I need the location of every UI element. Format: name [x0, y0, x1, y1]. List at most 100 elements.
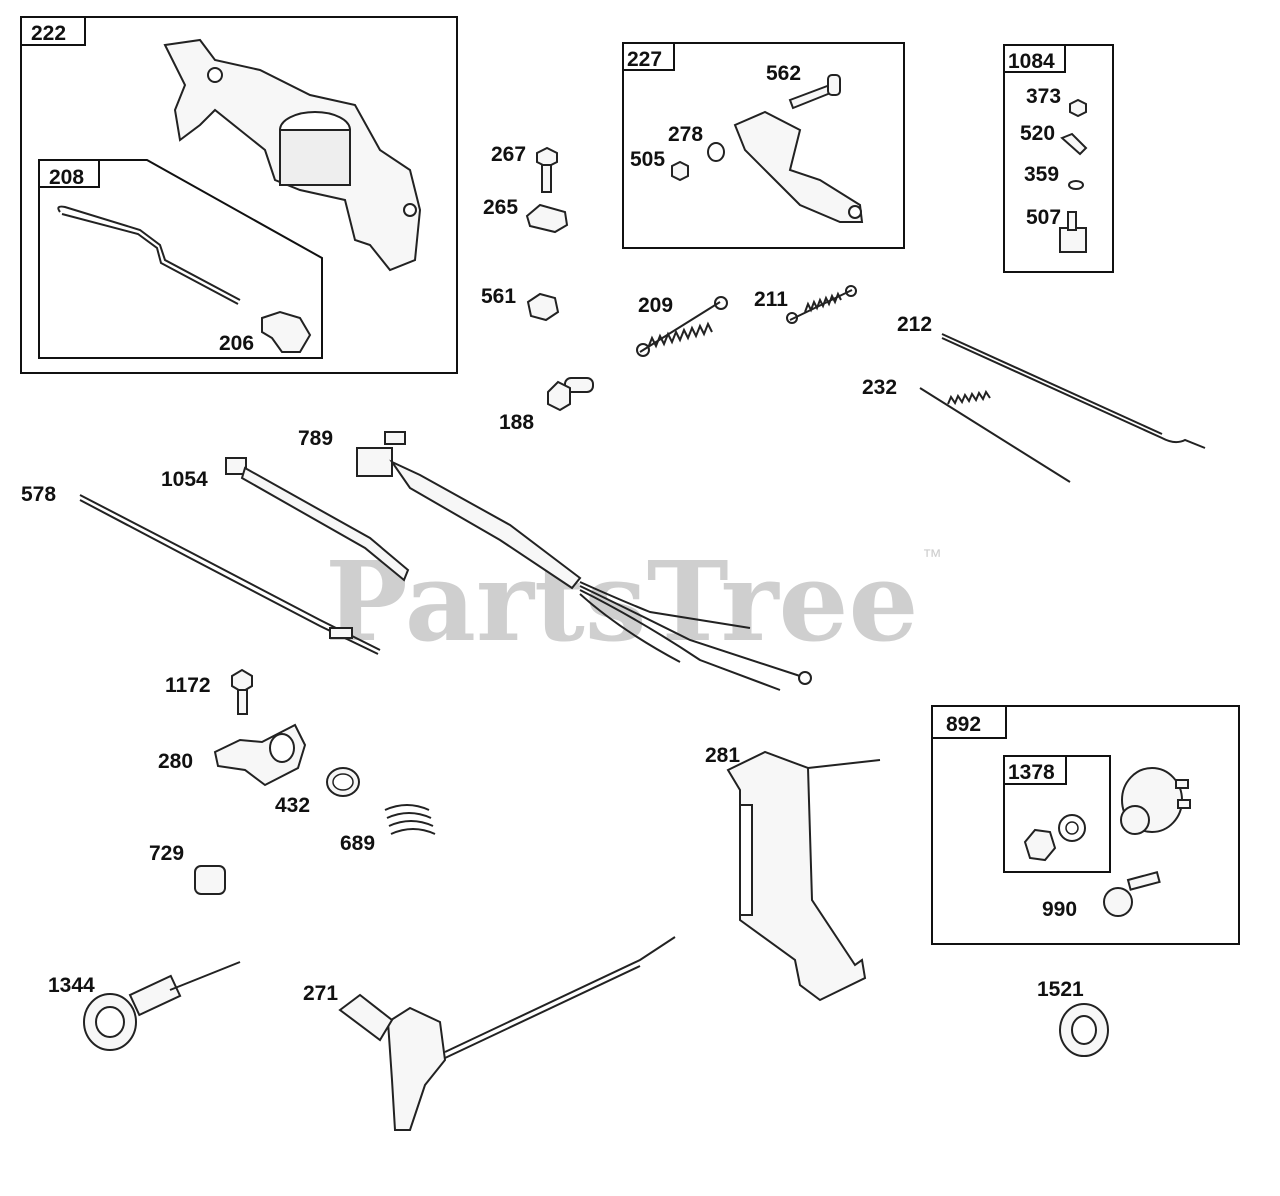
group-1084[interactable]: 1084: [1003, 44, 1114, 273]
callout-label-212: 212: [897, 313, 932, 336]
governor-link-outline: [61, 213, 239, 305]
governor-link-part: [57, 205, 241, 301]
part-278-shape: [707, 142, 725, 162]
part-1378-nut: [1023, 828, 1057, 862]
callout-label-232: 232: [862, 376, 897, 399]
part-1054-head: [225, 457, 247, 475]
callout-689[interactable]: 689: [340, 804, 436, 855]
group-label-1378: 1378: [1008, 761, 1055, 784]
callout-label-507: 507: [1026, 206, 1061, 229]
callout-990[interactable]: 990: [1042, 871, 1161, 921]
callout-label-271: 271: [303, 982, 338, 1005]
watermark: PartsTree: [325, 537, 919, 666]
callout-label-265: 265: [483, 196, 518, 219]
group-227[interactable]: 227: [622, 42, 905, 249]
group-222[interactable]: 222: [20, 16, 458, 374]
callout-label-267: 267: [491, 143, 526, 166]
callout-label-432: 432: [275, 794, 310, 817]
callout-561[interactable]: 561: [481, 285, 560, 322]
part-561-shape: [526, 292, 560, 322]
part-789-shape: [389, 459, 582, 590]
callout-label-689: 689: [340, 832, 375, 855]
callout-278[interactable]: 278: [668, 123, 725, 162]
part-265-shape: [525, 203, 569, 234]
part-359-shape: [1068, 180, 1084, 190]
callout-789[interactable]: 789: [298, 427, 812, 691]
callout-label-280: 280: [158, 750, 193, 773]
group-label-227: 227: [627, 48, 662, 71]
callout-label-209: 209: [638, 294, 673, 317]
callout-1054[interactable]: 1054: [161, 457, 410, 582]
part-211-shape: [789, 289, 853, 321]
callout-label-1521: 1521: [1037, 978, 1084, 1001]
ignition-switch-part: [1120, 767, 1191, 835]
callout-label-520: 520: [1020, 122, 1055, 145]
part-267-shape: [536, 146, 558, 169]
governor-bracket-part: [163, 38, 422, 272]
part-271-cable: [444, 936, 676, 1053]
callout-1344[interactable]: 1344: [48, 961, 241, 1051]
callout-211[interactable]: 211: [754, 285, 857, 324]
group-208[interactable]: 208: [38, 159, 323, 359]
callout-232[interactable]: 232: [862, 376, 1071, 483]
callout-206[interactable]: 206: [219, 310, 312, 355]
control-bracket-part: [733, 110, 864, 223]
part-507-shape: [1059, 227, 1087, 253]
callout-280[interactable]: 280: [158, 723, 307, 787]
part-505-shape: [671, 160, 689, 182]
callout-271[interactable]: 271: [303, 936, 676, 1131]
part-212-shape: [941, 337, 1206, 449]
callout-281[interactable]: 281: [705, 744, 881, 1002]
part-562-shape: [788, 83, 835, 110]
callout-label-505: 505: [630, 148, 665, 171]
part-789-connector: [356, 447, 393, 477]
part-271-bracket: [386, 1006, 447, 1131]
part-1172-shape: [231, 668, 253, 694]
callout-label-373: 373: [1026, 85, 1061, 108]
callout-432[interactable]: 432: [275, 767, 360, 817]
group-label-222: 222: [31, 22, 66, 45]
callout-359[interactable]: 359: [1024, 163, 1084, 190]
callout-729[interactable]: 729: [149, 842, 226, 895]
part-209-shape: [639, 301, 721, 353]
part-729-shape: [194, 865, 226, 895]
callout-520[interactable]: 520: [1020, 122, 1088, 156]
part-520-shape: [1060, 132, 1088, 156]
callout-label-729: 729: [149, 842, 184, 865]
part-206-shape: [261, 310, 312, 353]
callout-label-188: 188: [499, 411, 534, 434]
part-373-shape: [1069, 98, 1087, 118]
callout-label-789: 789: [298, 427, 333, 450]
callout-label-281: 281: [705, 744, 740, 767]
part-990-shape: [1103, 887, 1133, 917]
callout-267[interactable]: 267: [491, 143, 558, 193]
callout-265[interactable]: 265: [483, 196, 569, 234]
part-1054-shape: [240, 466, 410, 582]
trademark-symbol: ™: [922, 546, 942, 568]
callout-label-278: 278: [668, 123, 703, 146]
callout-label-1054: 1054: [161, 468, 208, 491]
callout-188[interactable]: 188: [499, 377, 594, 434]
part-689-shape: [384, 804, 436, 835]
callout-373[interactable]: 373: [1026, 85, 1087, 118]
callout-212[interactable]: 212: [897, 313, 1206, 449]
callout-507[interactable]: 507: [1026, 206, 1087, 253]
callout-label-561: 561: [481, 285, 516, 308]
callout-562[interactable]: 562: [766, 62, 841, 110]
group-1378[interactable]: 1378: [1003, 755, 1111, 873]
callout-209[interactable]: 209: [636, 294, 728, 357]
group-892[interactable]: 892: [931, 705, 1240, 945]
callout-1521[interactable]: 1521: [1037, 978, 1109, 1057]
callout-label-359: 359: [1024, 163, 1059, 186]
group-label-208: 208: [49, 166, 84, 189]
part-232-shape: [919, 387, 1071, 483]
callout-578[interactable]: 578: [21, 483, 381, 655]
callout-label-1172: 1172: [165, 674, 211, 697]
callout-1172[interactable]: 1172: [165, 668, 253, 715]
callout-label-211: 211: [754, 288, 788, 311]
callout-label-1344: 1344: [48, 974, 95, 997]
callout-505[interactable]: 505: [630, 148, 689, 182]
callout-label-562: 562: [766, 62, 801, 85]
group-label-1084: 1084: [1008, 50, 1055, 73]
